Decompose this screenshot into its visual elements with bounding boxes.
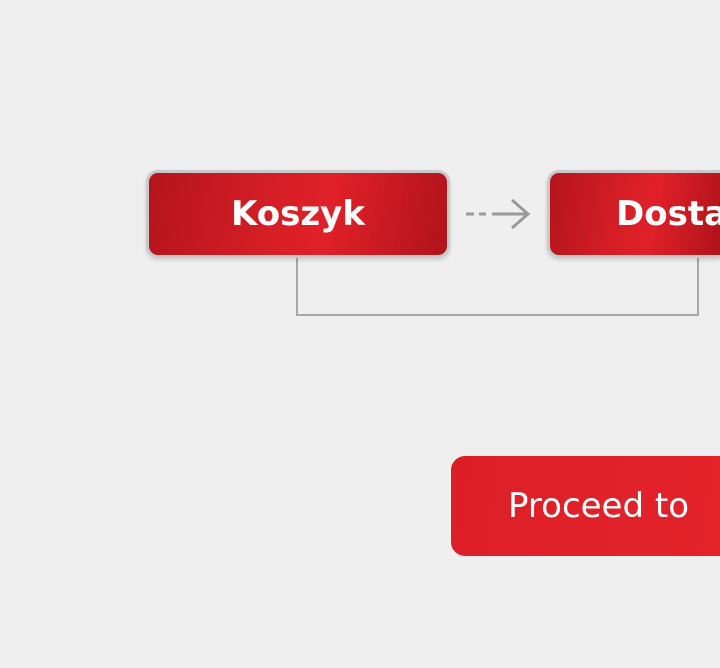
proceed-button[interactable]: Proceed to <box>451 456 720 556</box>
step-cart[interactable]: Koszyk <box>146 170 450 258</box>
proceed-label: Proceed to <box>508 486 689 526</box>
step-connector-line <box>296 258 699 316</box>
step-label: Koszyk <box>231 194 365 234</box>
step-label: Dosta <box>616 194 720 234</box>
arrow-right-icon <box>466 198 531 230</box>
step-delivery[interactable]: Dosta <box>547 170 720 258</box>
